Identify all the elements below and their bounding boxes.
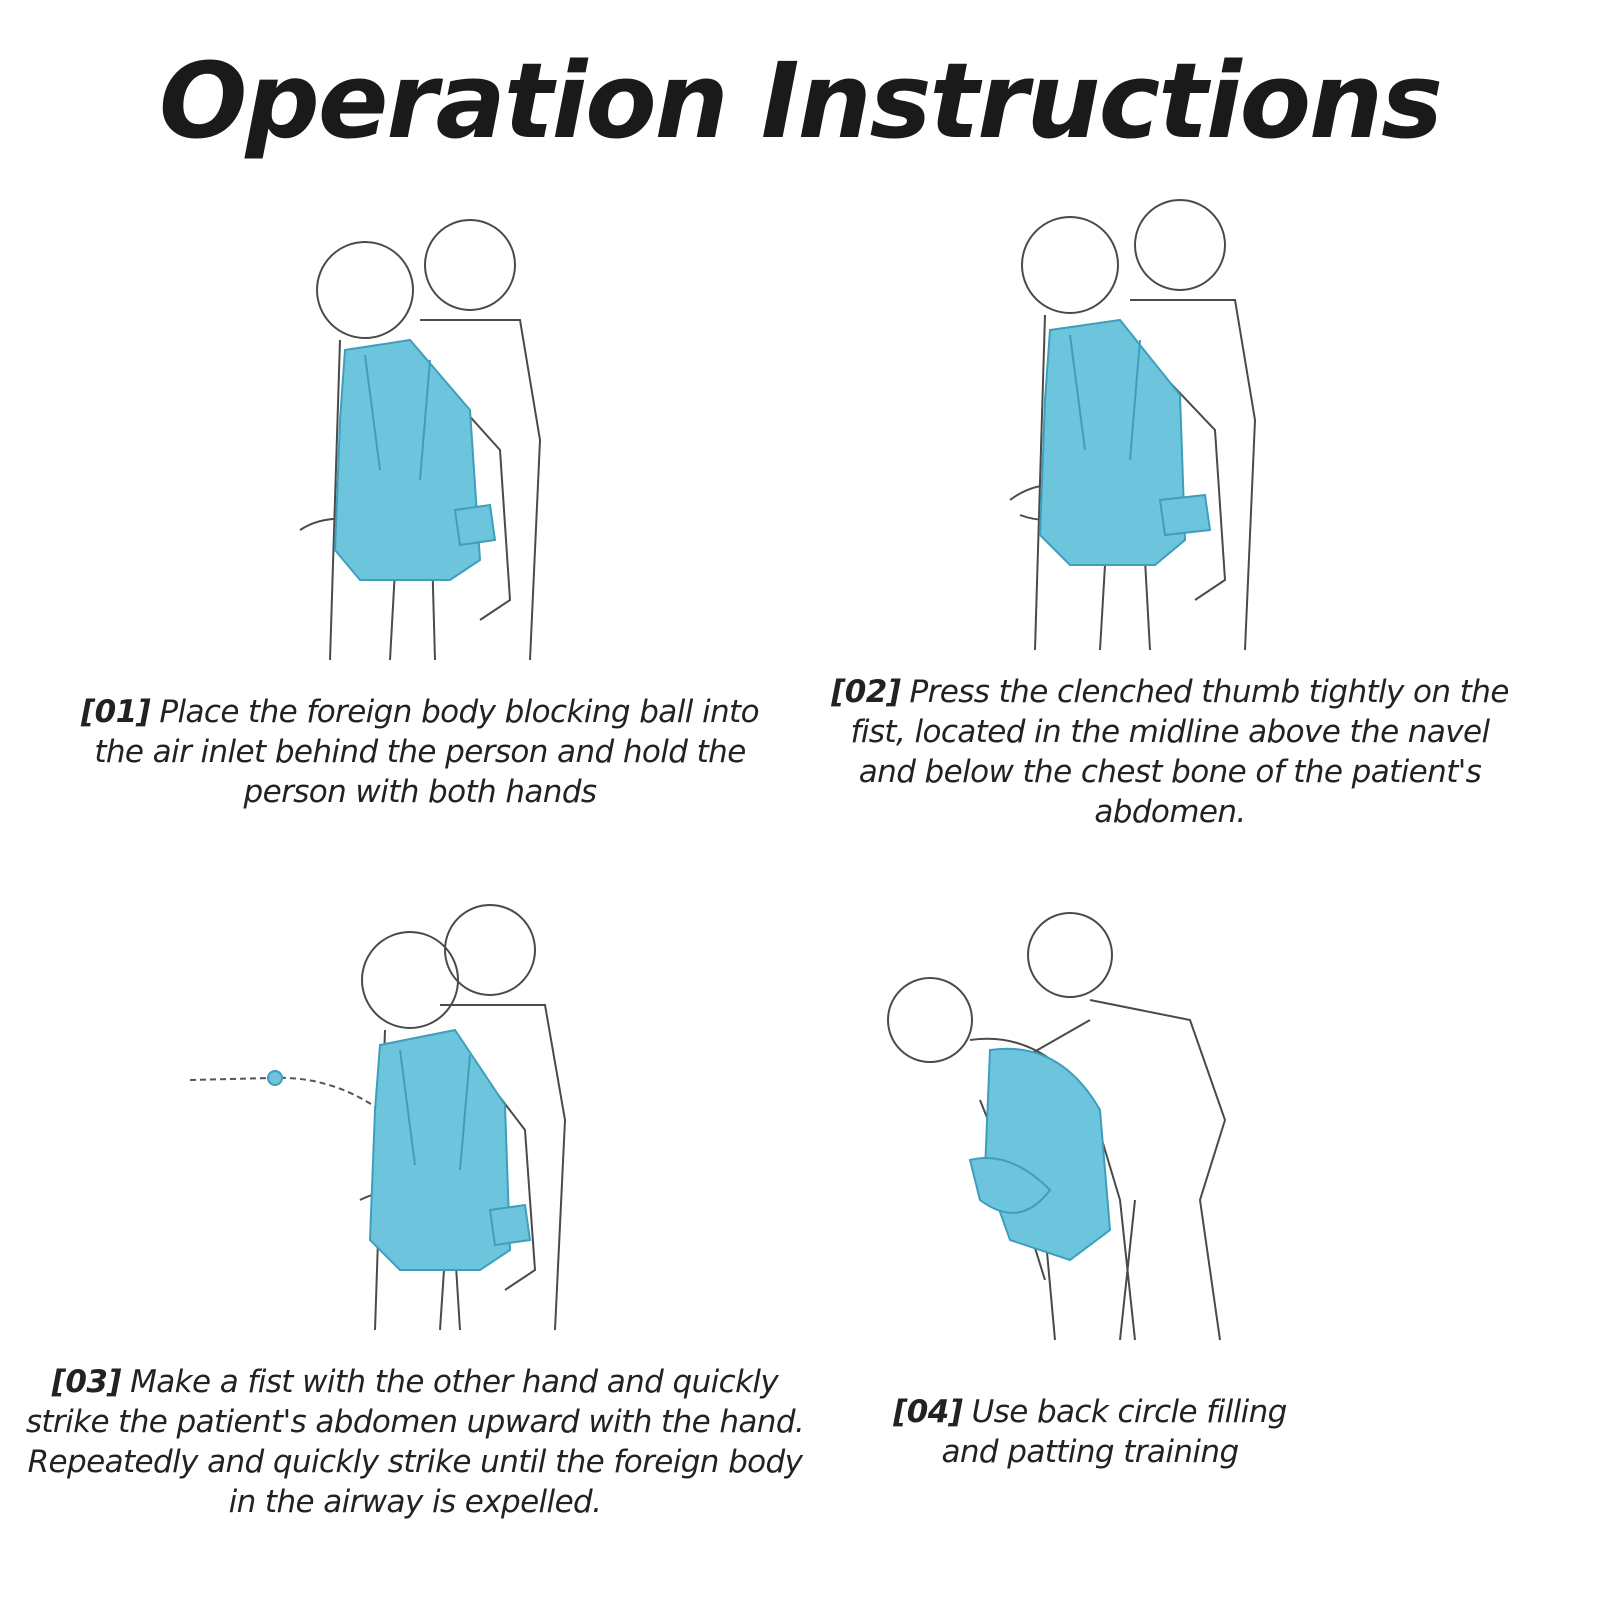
step-4-number: [04] <box>893 1394 963 1430</box>
step-1-text: Place the foreign body blocking ball int… <box>94 694 759 810</box>
page-title: Operation Instructions <box>159 40 1443 162</box>
step-2-text: Press the clenched thumb tightly on the … <box>850 674 1510 830</box>
step-3-number: [03] <box>51 1364 122 1400</box>
step-2-illustration <box>990 180 1290 670</box>
step-3-illustration <box>190 880 610 1350</box>
step-4-caption: [04] Use back circle filling and patting… <box>870 1392 1310 1472</box>
step-3-caption: [03] Make a fist with the other hand and… <box>25 1362 805 1522</box>
step-4-illustration <box>870 900 1270 1350</box>
step-1-caption: [01] Place the foreign body blocking bal… <box>70 692 770 812</box>
step-2-number: [02] <box>831 674 901 710</box>
step-3-text: Make a fist with the other hand and quic… <box>25 1364 805 1520</box>
step-1-number: [01] <box>81 694 151 730</box>
step-2-caption: [02] Press the clenched thumb tightly on… <box>820 672 1520 832</box>
step-4-text: Use back circle filling and patting trai… <box>941 1394 1287 1470</box>
step-1-illustration <box>270 180 570 680</box>
